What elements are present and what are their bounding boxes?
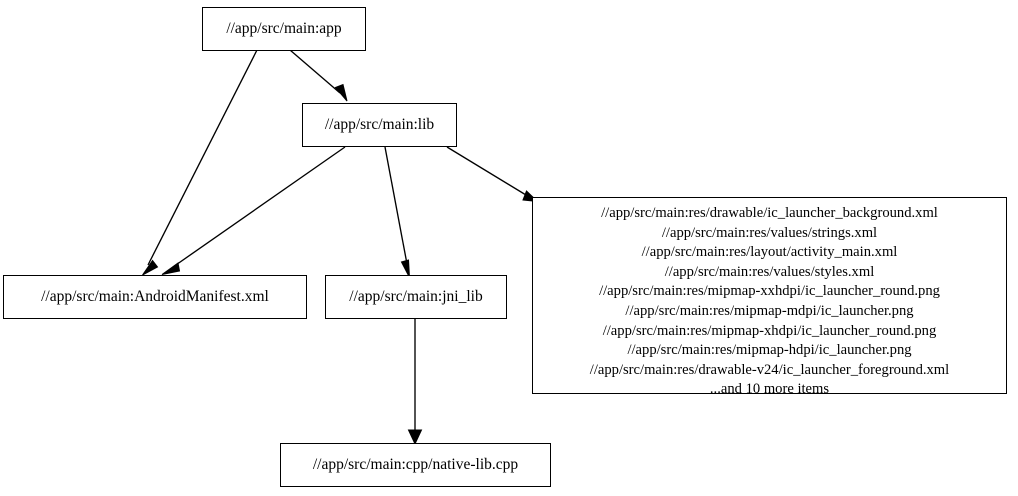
edge-lib-to-res-bundle	[446, 146, 539, 203]
node-res-bundle-label: //app/src/main:res/drawable/ic_launcher_…	[589, 205, 950, 398]
edge-lib-to-jni-lib	[384, 146, 410, 278]
node-lib-label: //app/src/main:lib	[324, 116, 435, 134]
node-res-bundle[interactable]: //app/src/main:res/drawable/ic_launcher_…	[532, 197, 1007, 397]
node-android-manifest[interactable]: //app/src/main:AndroidManifest.xml	[3, 275, 307, 319]
edge-app-to-lib	[289, 49, 348, 102]
node-app-label: //app/src/main:app	[226, 20, 342, 38]
node-android-manifest-label: //app/src/main:AndroidManifest.xml	[41, 288, 269, 306]
edge-lib-to-manifest	[161, 146, 346, 275]
node-native-lib-cpp[interactable]: //app/src/main:cpp/native-lib.cpp	[280, 443, 551, 487]
node-lib[interactable]: //app/src/main:lib	[302, 103, 457, 147]
node-native-lib-cpp-label: //app/src/main:cpp/native-lib.cpp	[312, 456, 519, 474]
node-jni-lib[interactable]: //app/src/main:jni_lib	[325, 275, 507, 319]
edge-app-to-manifest	[142, 49, 258, 276]
edge-jni-lib-to-native-lib	[407, 318, 423, 446]
node-app[interactable]: //app/src/main:app	[202, 7, 366, 51]
node-jni-lib-label: //app/src/main:jni_lib	[349, 288, 483, 306]
